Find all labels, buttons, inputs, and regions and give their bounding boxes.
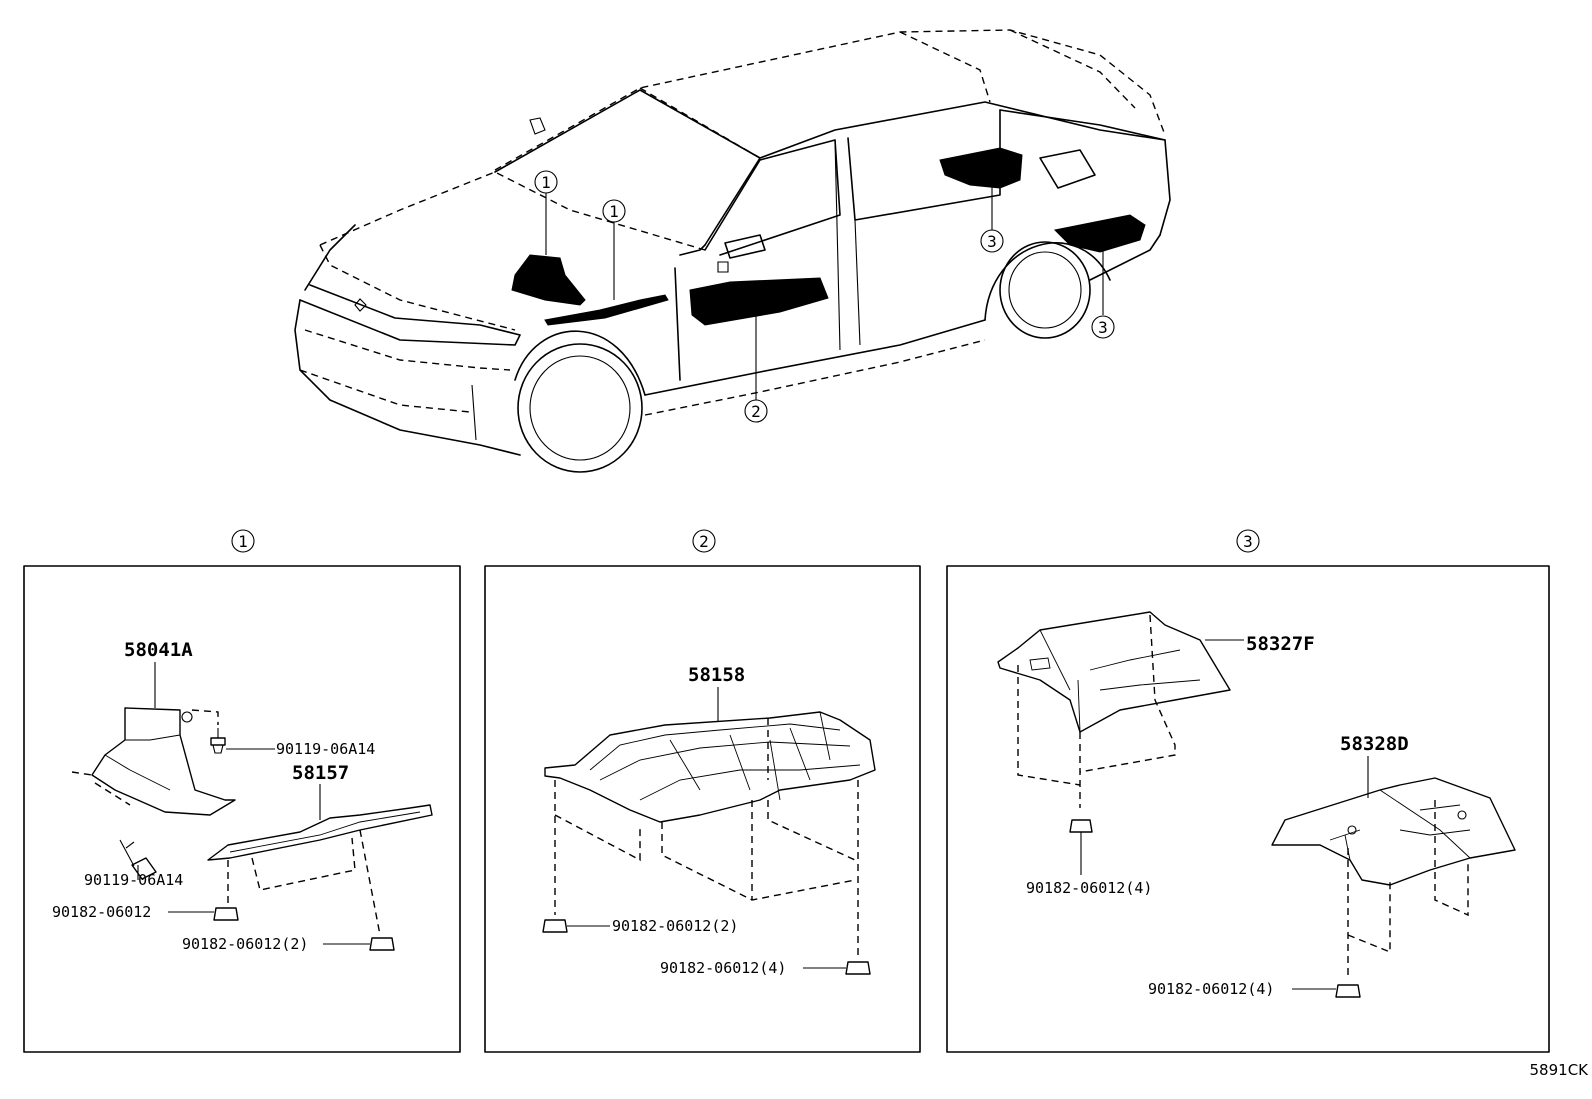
part-58041A-shape [91,707,236,816]
panel-3: 3 58327F 58328D 90182-06012(4) 90182-060… [946,529,1550,1053]
car-overview: 1 1 2 3 3 [294,29,1171,473]
part-90182-06012-single: 90182-06012 [52,903,151,921]
highlight-pad-1b [544,294,669,326]
part-58158-shape [544,711,876,823]
highlight-pad-1a [511,254,586,306]
part-90182-06012-x4-upper-panel3: 90182-06012(4) [1026,879,1152,897]
part-90119-06A14-lower: 90119-06A14 [84,871,183,889]
panel-1: 1 58041A 90119-06A14 90119-06A14 58157 [23,529,461,1053]
callout-1-top-right: 1 [609,202,619,221]
part-58158-label: 58158 [688,664,745,686]
part-58157-shape [207,804,433,861]
callout-3-lower: 3 [1098,318,1108,337]
part-58327F-shape [997,611,1231,733]
panel-1-number: 1 [238,532,248,551]
highlight-pad-3b [1053,214,1146,253]
part-58328D-label: 58328D [1340,733,1409,755]
panel-3-frame [946,565,1550,1053]
part-90182-06012-x4-lower-panel3: 90182-06012(4) [1148,980,1274,998]
part-58328D-shape [1271,777,1516,886]
figure-code: 5891CK [1530,1061,1590,1079]
part-90182-06012-x2-panel2: 90182-06012(2) [612,917,738,935]
part-90182-06012-x4-panel2: 90182-06012(4) [660,959,786,977]
part-90119-06A14-upper: 90119-06A14 [276,740,375,758]
callout-3-upper: 3 [987,232,997,251]
part-58157-label: 58157 [292,762,349,784]
panel-2: 2 58158 90182-06012(2) 90182-06012(4) [484,529,921,1053]
part-58327F-label: 58327F [1246,633,1315,655]
part-58041A-label: 58041A [124,639,193,661]
highlight-pad-2 [689,277,829,326]
panel-2-number: 2 [699,532,709,551]
panel-2-frame [484,565,921,1053]
part-90182-06012-x2: 90182-06012(2) [182,935,308,953]
highlight-pad-3a [939,147,1023,189]
panel-3-number: 3 [1243,532,1253,551]
panel-1-frame [23,565,461,1053]
callout-2-car: 2 [751,402,761,421]
callout-1-top-left: 1 [541,173,551,192]
